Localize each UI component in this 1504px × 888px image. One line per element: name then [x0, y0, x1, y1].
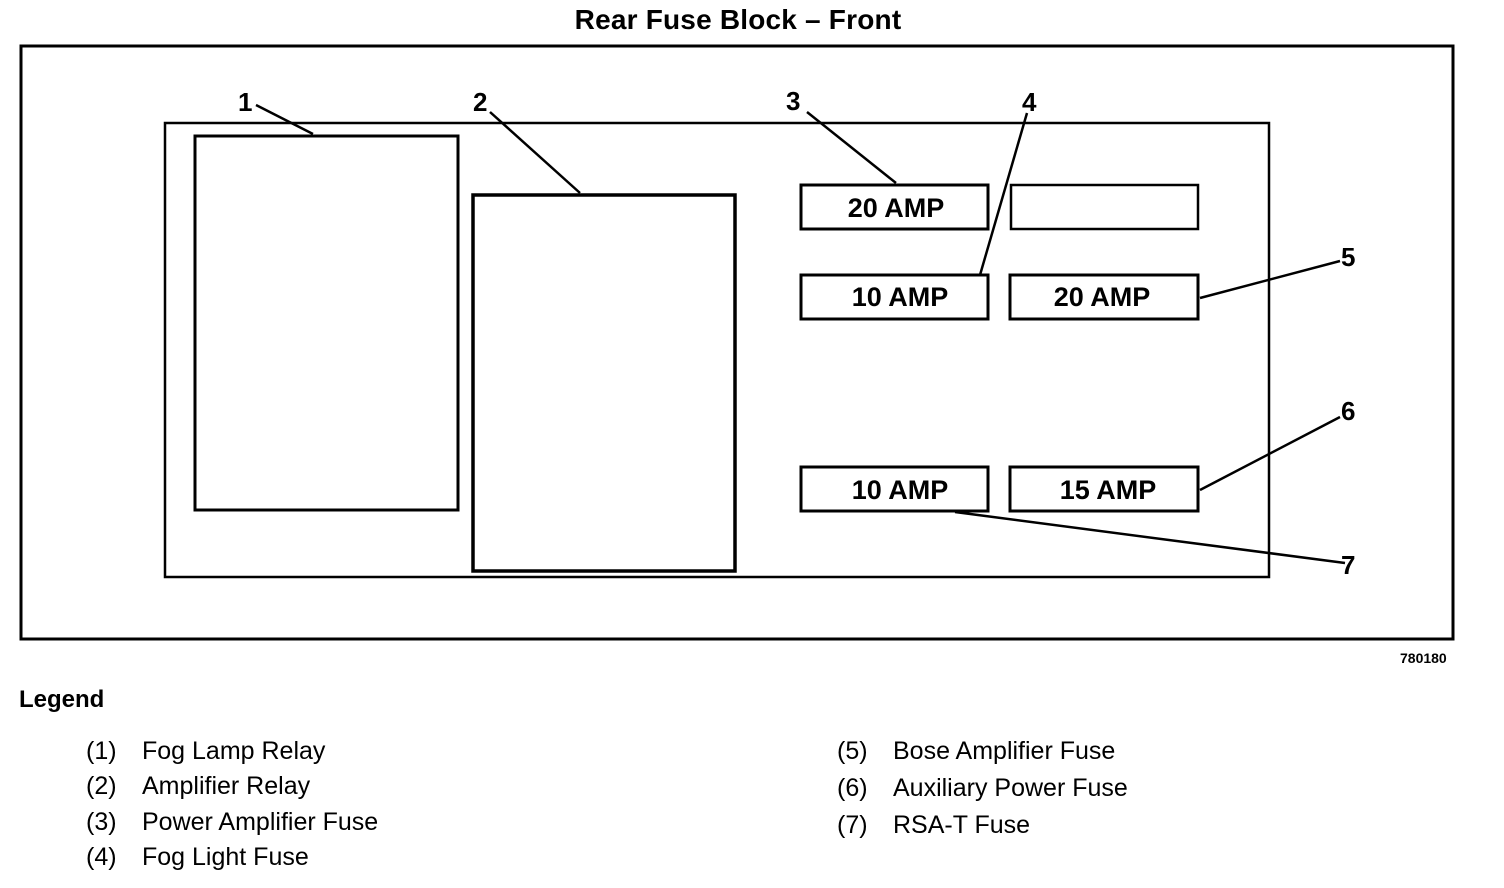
auxiliary-power-fuse-label: 15 AMP	[1060, 475, 1157, 505]
legend-num: (6)	[837, 774, 868, 802]
leader-line-6	[1199, 415, 1341, 492]
bose-amplifier-fuse-label: 20 AMP	[1054, 282, 1151, 312]
leader-line-4	[978, 112, 1029, 276]
auxiliary-power-fuse	[1008, 465, 1200, 513]
fog-lamp-relay	[193, 134, 460, 512]
callout-5: 5	[1341, 242, 1355, 272]
fog-light-fuse	[799, 273, 990, 321]
legend-item-2: (2) Amplifier Relay	[86, 772, 310, 801]
legend-num: (1)	[86, 737, 117, 765]
callout-7: 7	[1341, 550, 1355, 580]
legend-item-3: (3) Power Amplifier Fuse	[86, 808, 378, 837]
legend-num: (2)	[86, 772, 117, 800]
empty-fuse-slot	[1009, 183, 1200, 231]
legend-item-1: (1) Fog Lamp Relay	[86, 737, 325, 766]
leader-line-2	[489, 111, 581, 194]
fuse-block-panel	[163, 121, 1271, 579]
legend-label: RSA-T Fuse	[893, 811, 1031, 839]
leader-line-3	[806, 111, 897, 184]
callout-2: 2	[473, 87, 487, 117]
callout-6: 6	[1341, 396, 1355, 426]
outer-frame	[19, 44, 1455, 641]
leader-line-7	[954, 510, 1346, 565]
rsa-t-fuse	[799, 465, 990, 513]
legend-label: Bose Amplifier Fuse	[893, 737, 1116, 765]
legend-item-6: (6) Auxiliary Power Fuse	[837, 774, 1128, 803]
callout-3: 3	[786, 86, 800, 116]
legend-num: (5)	[837, 737, 868, 765]
legend-num: (3)	[86, 808, 117, 836]
legend-label: Auxiliary Power Fuse	[893, 774, 1128, 802]
power-amplifier-fuse-label: 20 AMP	[848, 193, 945, 223]
legend-label: Fog Lamp Relay	[142, 737, 326, 765]
legend-label: Power Amplifier Fuse	[142, 808, 379, 836]
leader-line-1	[255, 103, 314, 136]
legend-heading: Legend	[19, 686, 105, 713]
legend-num: (4)	[86, 843, 117, 871]
bose-amplifier-fuse	[1008, 273, 1200, 321]
callout-4: 4	[1022, 87, 1037, 117]
legend-num: (7)	[837, 811, 868, 839]
callout-1: 1	[238, 87, 252, 117]
legend-label: Fog Light Fuse	[142, 843, 309, 871]
amplifier-relay	[471, 193, 737, 573]
leader-line-5	[1199, 259, 1341, 300]
legend-item-7: (7) RSA-T Fuse	[837, 811, 1030, 840]
fog-light-fuse-label: 10 AMP	[852, 282, 949, 312]
rsa-t-fuse-label: 10 AMP	[852, 475, 949, 505]
legend-item-5: (5) Bose Amplifier Fuse	[837, 737, 1115, 766]
legend-item-4: (4) Fog Light Fuse	[86, 843, 309, 872]
power-amplifier-fuse	[799, 183, 990, 231]
legend-label: Amplifier Relay	[142, 772, 311, 800]
diagram-title: Rear Fuse Block – Front	[574, 4, 902, 35]
figure-id: 780180	[1400, 650, 1447, 666]
